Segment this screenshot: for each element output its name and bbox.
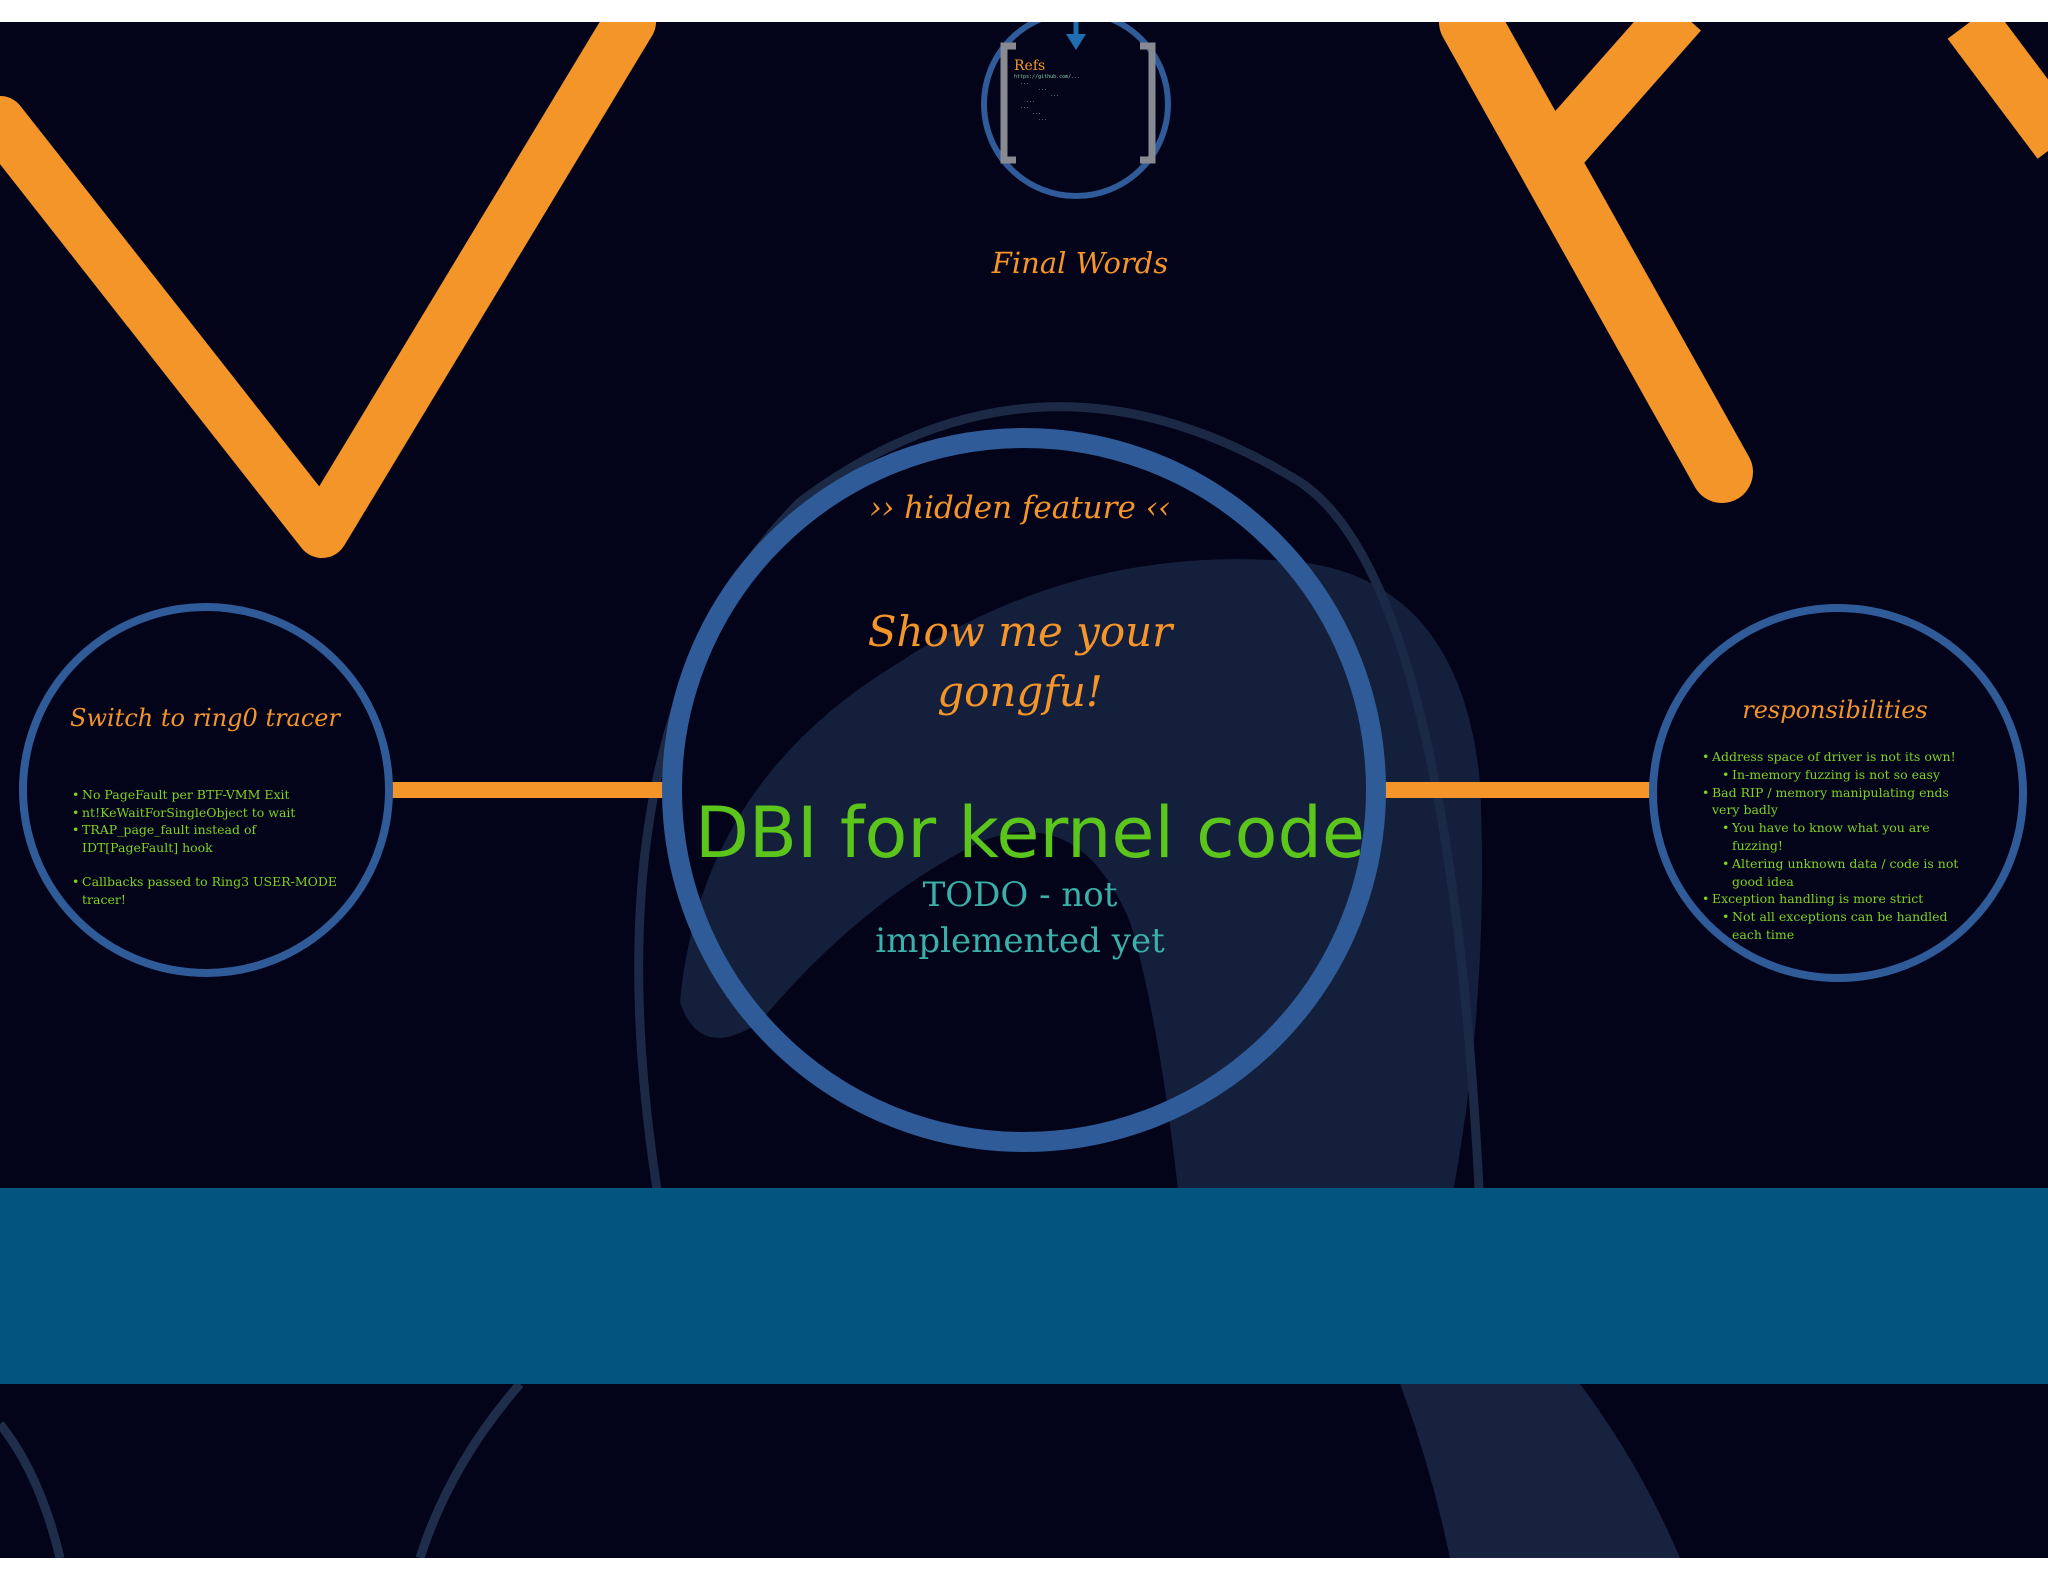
list-item: Altering unknown data / code is not good…	[1702, 855, 1972, 891]
path-stroke-edge-right	[1970, 22, 2048, 142]
list-item: Exception handling is more strict	[1702, 890, 1972, 908]
list-item: Address space of driver is not its own!	[1702, 748, 1972, 766]
prezi-canvas[interactable]: Refs https://github.com/... ... ... ... …	[0, 22, 2048, 1558]
bottom-swirl-left	[0, 1424, 60, 1558]
list-item: TRAP_page_fault instead of IDT[PageFault…	[72, 821, 342, 856]
list-item: nt!KeWaitForSingleObject to wait	[72, 804, 342, 822]
path-stroke-v-left	[0, 22, 630, 532]
refs-link-list[interactable]: https://github.com/... ... ... ... ... .…	[1014, 74, 1146, 166]
center-status: TODO - not implemented yet	[820, 872, 1220, 964]
list-item: Not all exceptions can be handled each t…	[1702, 908, 1972, 944]
refs-link[interactable]: ...	[1014, 116, 1146, 122]
bottom-fish-tail	[1400, 1384, 1680, 1558]
bottom-decoration	[0, 1384, 2048, 1558]
center-headline: Show me your gongfu!	[800, 602, 1240, 722]
final-words-title[interactable]: Final Words	[900, 246, 1260, 280]
hidden-feature-kicker: ›› hidden feature ‹‹	[820, 490, 1220, 526]
list-item: Callbacks passed to Ring3 USER-MODE trac…	[72, 873, 342, 908]
left-frame-title: Switch to ring0 tracer	[70, 702, 340, 734]
list-item: In-memory fuzzing is not so easy	[1702, 766, 1972, 784]
right-frame-title: responsibilities	[1700, 696, 1970, 724]
left-frame-bullet-list: No PageFault per BTF-VMM Exit nt!KeWaitF…	[72, 786, 342, 908]
bottom-band	[0, 1188, 2048, 1384]
bottom-swirl-mid	[420, 1384, 520, 1558]
path-stroke-fork-right	[1560, 22, 1680, 148]
list-item: Bad RIP / memory manipulating ends very …	[1702, 784, 1972, 820]
list-item: You have to know what you are fuzzing!	[1702, 819, 1972, 855]
right-frame-bullet-list: Address space of driver is not its own!I…	[1702, 748, 1972, 944]
list-item: No PageFault per BTF-VMM Exit	[72, 786, 342, 804]
center-title: DBI for kernel code	[680, 792, 1380, 874]
refs-label: Refs	[1014, 58, 1045, 74]
